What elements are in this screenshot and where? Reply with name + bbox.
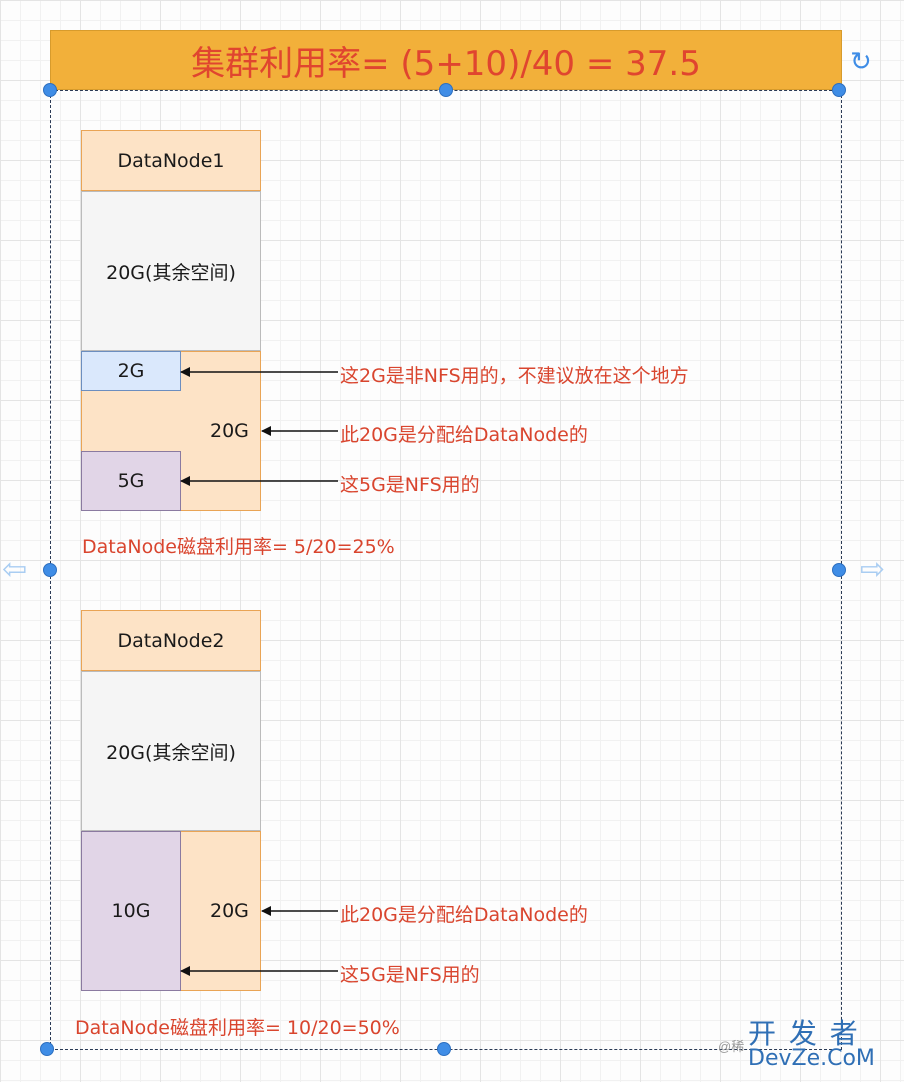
note-nfs-2[interactable]: 这5G是NFS用的 — [340, 964, 480, 986]
datanode1-label: DataNode1 — [117, 149, 225, 172]
datanode2-header[interactable]: DataNode2 — [81, 610, 261, 671]
note-alloc-1[interactable]: 此20G是分配给DataNode的 — [340, 424, 588, 446]
note-alloc-2[interactable]: 此20G是分配给DataNode的 — [340, 904, 588, 926]
note-nfs-1[interactable]: 这5G是NFS用的 — [340, 474, 480, 496]
datanode1-non-nfs-label: 2G — [117, 360, 145, 382]
resize-handle-top[interactable] — [439, 83, 453, 97]
datanode2-nfs-label: 10G — [111, 900, 151, 922]
datanode1-other-label: 20G(其余空间) — [106, 261, 236, 284]
note-non-nfs[interactable]: 这2G是非NFS用的，不建议放在这个地方 — [340, 365, 689, 387]
watermark-en: DevZe.CoM — [748, 1046, 875, 1071]
title-bar[interactable]: 集群利用率= (5+10)/40 = 37.5 — [50, 30, 842, 90]
resize-handle-left[interactable] — [43, 563, 57, 577]
resize-handle-top-right[interactable] — [832, 83, 846, 97]
watermark-cn: 开 发 者 — [748, 1017, 860, 1050]
datanode1-usage[interactable]: DataNode磁盘利用率= 5/20=25% — [82, 536, 395, 558]
datanode2-nfs-block[interactable]: 10G — [81, 831, 181, 991]
datanode2-other-label: 20G(其余空间) — [106, 741, 236, 764]
datanode2-label: DataNode2 — [117, 629, 225, 652]
right-connector-arrow-icon[interactable]: ⇨ — [860, 553, 886, 586]
datanode1-non-nfs-block[interactable]: 2G — [81, 351, 181, 391]
datanode1-nfs-label: 5G — [117, 470, 145, 492]
datanode2-other-space[interactable]: 20G(其余空间) — [81, 671, 261, 831]
resize-handle-right[interactable] — [832, 563, 846, 577]
watermark-handle: @稀 — [718, 1039, 745, 1054]
resize-handle-bottom-left[interactable] — [40, 1042, 54, 1056]
datanode2-usage[interactable]: DataNode磁盘利用率= 10/20=50% — [75, 1017, 400, 1039]
datanode1-alloc-label: 20G — [210, 420, 249, 442]
datanode1-other-space[interactable]: 20G(其余空间) — [81, 191, 261, 351]
refresh-icon[interactable]: ↻ — [850, 46, 872, 76]
datanode1-header[interactable]: DataNode1 — [81, 130, 261, 191]
resize-handle-bottom[interactable] — [437, 1042, 451, 1056]
diagram-title: 集群利用率= (5+10)/40 = 37.5 — [191, 43, 701, 84]
datanode2-alloc-label: 20G — [210, 900, 249, 922]
left-connector-arrow-icon[interactable]: ⇦ — [2, 553, 28, 586]
resize-handle-top-left[interactable] — [43, 83, 57, 97]
